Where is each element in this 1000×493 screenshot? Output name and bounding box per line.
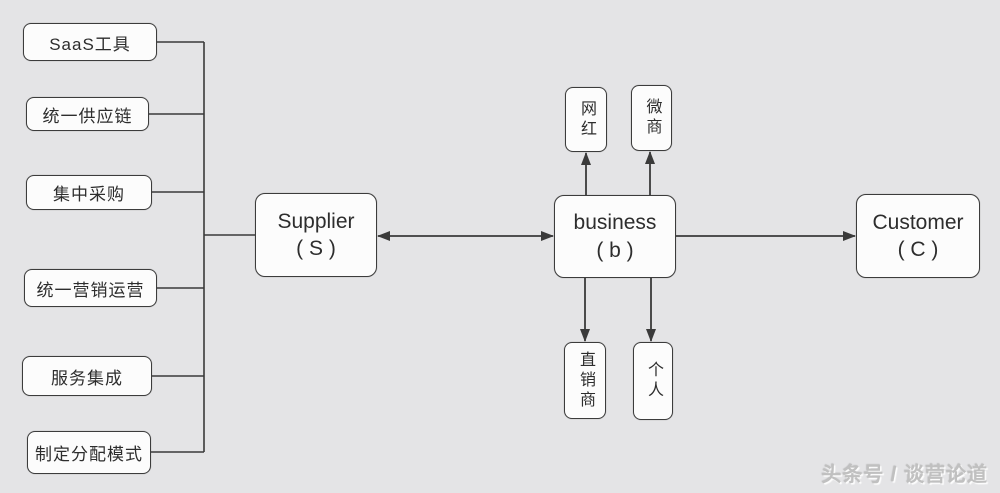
node-distribution-model: 制定分配模式 [27, 431, 151, 474]
node-unified-supply-chain: 统一供应链 [26, 97, 149, 131]
node-label: 网红 [578, 99, 595, 140]
node-label: 统一营销运营 [36, 280, 145, 300]
node-label: 服务集成 [51, 368, 123, 388]
node-label: 统一供应链 [42, 106, 133, 126]
node-individual: 个人 [633, 342, 673, 420]
node-label: SaaS工具 [49, 34, 131, 54]
node-customer: Customer ( C ) [856, 194, 980, 278]
node-label-line1: business [573, 211, 657, 235]
node-business: business ( b ) [554, 195, 676, 278]
node-label: 制定分配模式 [35, 445, 143, 464]
node-service-integration: 服务集成 [22, 356, 152, 396]
node-label-line1: Customer [872, 210, 964, 234]
node-direct-seller: 直销商 [564, 342, 606, 419]
node-label-line1: Supplier [277, 209, 355, 233]
node-micro-business: 微商 [631, 85, 672, 151]
node-supplier: Supplier ( S ) [255, 193, 377, 277]
node-centralized-procurement: 集中采购 [26, 175, 152, 210]
node-saas-tools: SaaS工具 [23, 23, 157, 61]
node-label-line2: ( S ) [296, 237, 336, 260]
node-unified-marketing-ops: 统一营销运营 [24, 269, 157, 307]
node-label-line2: ( b ) [596, 238, 634, 262]
node-label-line2: ( C ) [897, 238, 939, 261]
node-label: 集中采购 [53, 185, 125, 204]
node-label: 微商 [643, 98, 661, 138]
watermark-text: 头条号 / 谈营论道 [821, 464, 988, 486]
node-label: 个人 [645, 361, 662, 401]
node-label: 直销商 [577, 350, 594, 411]
node-influencer: 网红 [565, 87, 607, 152]
